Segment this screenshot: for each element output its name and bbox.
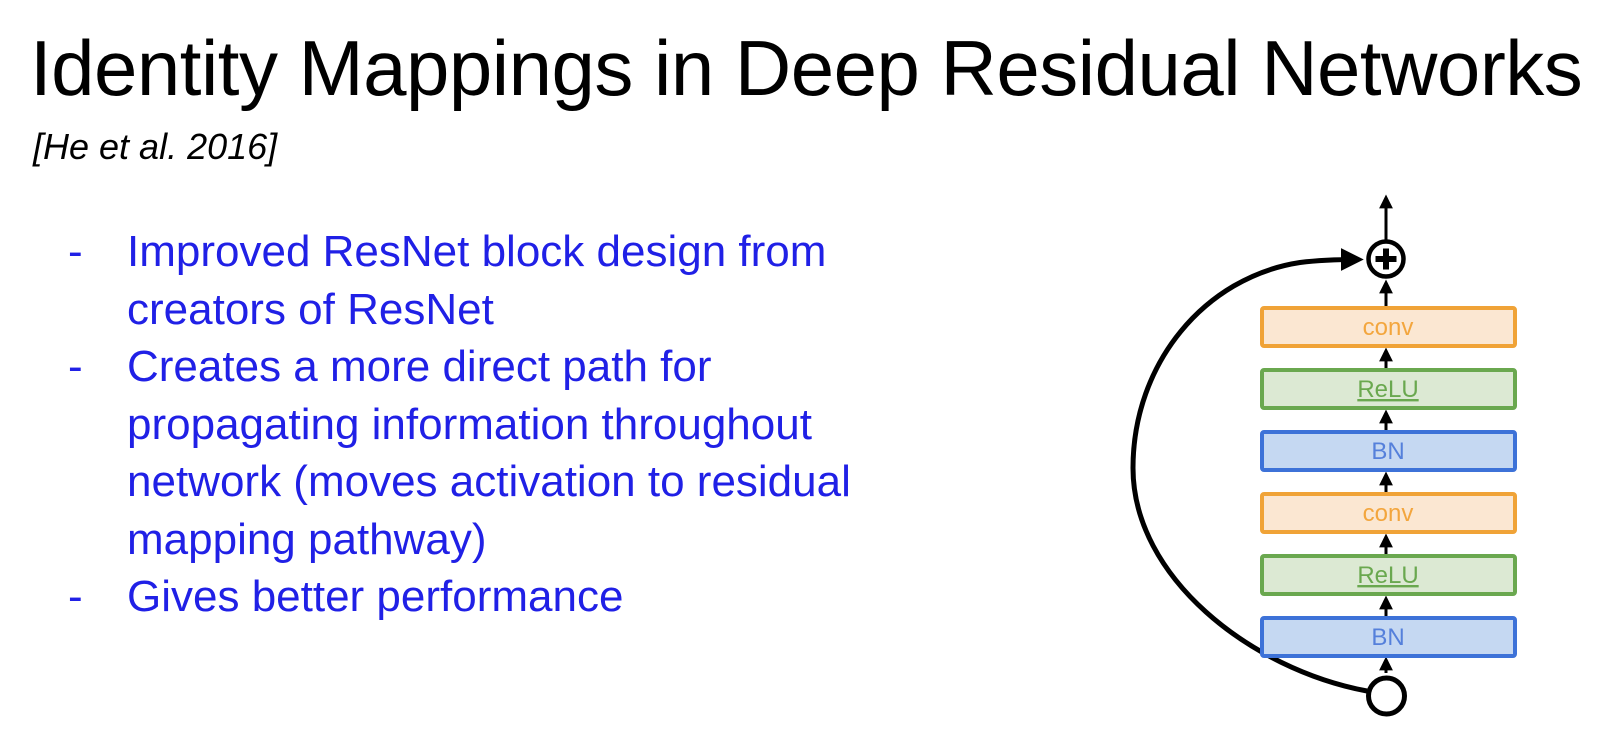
conv-block [1260,492,1517,534]
conv-block-label: conv [1363,500,1414,527]
bullet-line: - Improved ResNet block design from [68,223,851,281]
bullet-text: creators of ResNet [127,284,494,334]
bullet-line: - Gives better performance [68,568,851,626]
bullet-text: Creates a more direct path for [127,342,712,391]
bullet-text: Gives better performance [127,572,624,621]
bullet-dash: - [68,572,83,621]
bullet-line: - creators of ResNet [68,281,851,339]
bullet-line: - Creates a more direct path for [68,338,851,396]
bullet-dash: - [68,227,83,276]
bullet-line: - network (moves activation to residual [68,453,851,511]
add-icon [1366,239,1406,279]
relu-block-label: ReLU [1357,376,1418,403]
conv-block-label: conv [1363,314,1414,341]
relu-block [1260,368,1517,410]
input-node-icon [1366,675,1407,717]
relu-block-label: ReLU [1357,562,1418,589]
bn-block-label: BN [1371,438,1404,465]
citation-text: [He et al. 2016] [33,126,278,167]
skip-connection-arrow [1130,248,1368,694]
bullet-list: - Improved ResNet block design from - cr… [68,223,851,626]
relu-block [1260,554,1517,596]
page-title: Identity Mappings in Deep Residual Netwo… [30,24,1583,112]
bullet-text: mapping pathway) [127,514,487,564]
resnet-block-diagram: conv ReLU BN conv ReLU BN [1130,194,1517,717]
bullet-line: - mapping pathway) [68,511,851,569]
bullet-text: Improved ResNet block design from [127,227,827,276]
bullet-dash: - [68,342,83,391]
bullet-text: propagating information throughout [127,399,812,449]
bn-block [1260,616,1517,658]
conv-block [1260,306,1517,348]
bullet-line: - propagating information throughout [68,396,851,454]
bn-block [1260,430,1517,472]
bn-block-label: BN [1371,624,1404,651]
bullet-text: network (moves activation to residual [127,457,851,506]
